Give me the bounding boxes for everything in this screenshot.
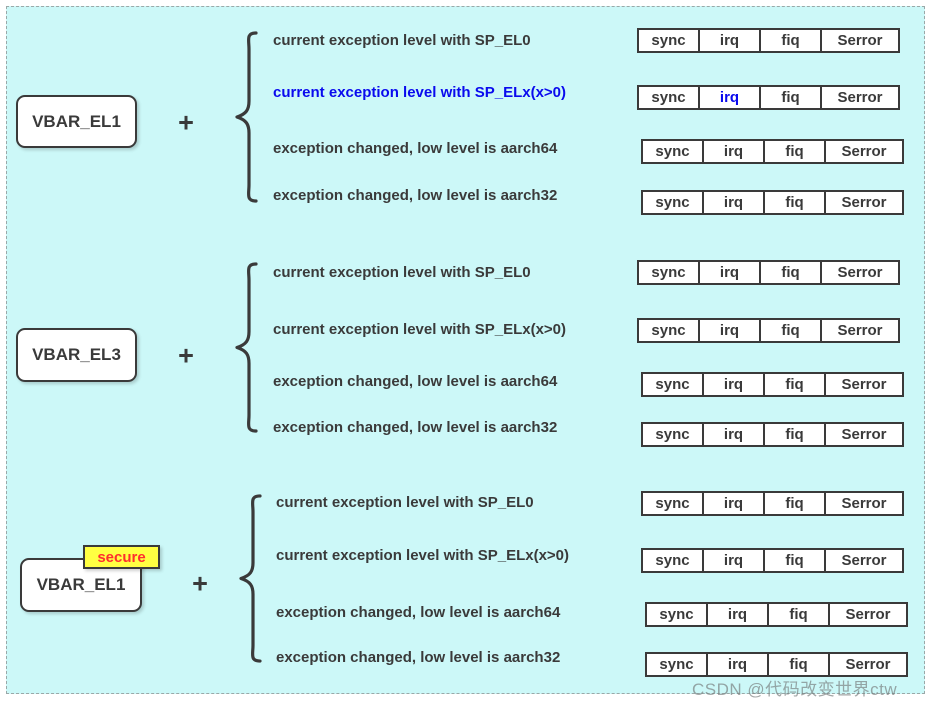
vector-table: sync irq fiq Serror (645, 652, 908, 677)
table-cell-fiq: fiq (769, 604, 830, 625)
table-cell-fiq: fiq (765, 192, 826, 213)
exception-row-label: current exception level with SP_EL0 (273, 32, 531, 49)
table-cell-irq: irq (704, 493, 765, 514)
curly-brace-icon (235, 262, 258, 433)
vector-table: sync irq fiq Serror (641, 491, 904, 516)
table-cell-sync: sync (639, 262, 700, 283)
table-cell-serror: Serror (841, 376, 887, 393)
table-cell-irq-highlighted: irq (700, 87, 761, 108)
table-cell-fiq: fiq (765, 550, 826, 571)
exception-row-label: exception changed, low level is aarch32 (273, 187, 558, 204)
plus-sign: + (178, 107, 194, 138)
vector-table: sync irq fiq Serror (637, 260, 900, 285)
table-cell-fiq: fiq (765, 424, 826, 445)
table-cell-irq: irq (704, 192, 765, 213)
table-cell-serror: Serror (837, 322, 883, 339)
table-cell-fiq: fiq (765, 141, 826, 162)
table-cell-irq: irq (708, 654, 769, 675)
table-cell-serror: Serror (837, 264, 883, 281)
exception-row-label: current exception level with SP_ELx(x>0) (273, 321, 567, 338)
table-cell-serror: Serror (841, 194, 887, 211)
vector-table: sync irq fiq Serror (645, 602, 908, 627)
table-cell-irq: irq (704, 550, 765, 571)
table-cell-irq: irq (708, 604, 769, 625)
exception-row-label: exception changed, low level is aarch32 (276, 649, 561, 666)
table-cell-serror: Serror (841, 552, 887, 569)
vector-table: sync irq fiq Serror (641, 372, 904, 397)
table-cell-sync: sync (643, 493, 704, 514)
table-cell-fiq: fiq (765, 374, 826, 395)
register-box-vbar-el3: VBAR_EL3 (16, 328, 137, 382)
exception-row-label: exception changed, low level is aarch64 (276, 604, 561, 621)
table-cell-irq: irq (704, 141, 765, 162)
diagram-panel (6, 6, 925, 694)
exception-row-label: current exception level with SP_EL0 (276, 494, 534, 511)
vector-table: sync irq fiq Serror (637, 318, 900, 343)
table-cell-irq: irq (700, 262, 761, 283)
table-cell-sync: sync (639, 30, 700, 51)
secure-tag: secure (83, 545, 160, 569)
table-cell-fiq: fiq (761, 262, 822, 283)
curly-brace-icon (235, 31, 258, 203)
table-cell-irq: irq (704, 424, 765, 445)
table-cell-fiq: fiq (761, 320, 822, 341)
table-cell-irq: irq (700, 30, 761, 51)
exception-row-label: exception changed, low level is aarch32 (273, 419, 558, 436)
exception-row-label: current exception level with SP_EL0 (273, 264, 531, 281)
table-cell-fiq: fiq (765, 493, 826, 514)
table-cell-sync: sync (639, 87, 700, 108)
table-cell-sync: sync (643, 424, 704, 445)
csdn-watermark: CSDN @代码改变世界ctw (692, 680, 898, 699)
vector-table: sync irq fiq Serror (641, 139, 904, 164)
table-cell-serror: Serror (841, 495, 887, 512)
table-cell-fiq: fiq (769, 654, 830, 675)
table-cell-fiq: fiq (761, 87, 822, 108)
curly-brace-icon (239, 494, 262, 663)
table-cell-serror: Serror (845, 656, 891, 673)
plus-sign: + (192, 568, 208, 599)
register-box-vbar-el1: VBAR_EL1 (16, 95, 137, 148)
vector-table: sync irq fiq Serror (637, 85, 900, 110)
table-cell-serror: Serror (841, 143, 887, 160)
vector-table: sync irq fiq Serror (641, 548, 904, 573)
table-cell-serror: Serror (837, 89, 883, 106)
vector-table: sync irq fiq Serror (637, 28, 900, 53)
exception-row-label: exception changed, low level is aarch64 (273, 373, 558, 390)
table-cell-serror: Serror (837, 32, 883, 49)
table-cell-sync: sync (643, 550, 704, 571)
table-cell-sync: sync (647, 654, 708, 675)
table-cell-sync: sync (643, 192, 704, 213)
table-cell-fiq: fiq (761, 30, 822, 51)
table-cell-serror: Serror (841, 426, 887, 443)
table-cell-serror: Serror (845, 606, 891, 623)
vector-table: sync irq fiq Serror (641, 422, 904, 447)
table-cell-sync: sync (643, 374, 704, 395)
table-cell-sync: sync (643, 141, 704, 162)
vector-table: sync irq fiq Serror (641, 190, 904, 215)
exception-row-label: current exception level with SP_ELx(x>0) (276, 547, 570, 564)
table-cell-sync: sync (647, 604, 708, 625)
table-cell-irq: irq (700, 320, 761, 341)
plus-sign: + (178, 340, 194, 371)
table-cell-sync: sync (639, 320, 700, 341)
table-cell-irq: irq (704, 374, 765, 395)
exception-row-label-highlighted: current exception level with SP_ELx(x>0) (273, 84, 567, 101)
exception-row-label: exception changed, low level is aarch64 (273, 140, 558, 157)
